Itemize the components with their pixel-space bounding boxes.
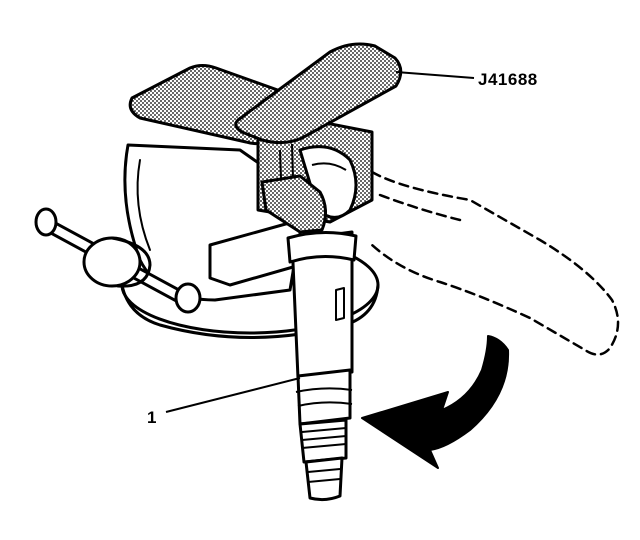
vise-screw-hub — [82, 236, 142, 288]
part-callout-label: 1 — [147, 408, 157, 427]
tool-fork-arm — [260, 174, 327, 234]
boot-tip — [304, 456, 344, 502]
boot-ring-2 — [297, 401, 353, 407]
coil-removed-outline — [370, 170, 620, 356]
vise-handle-knob-left — [34, 207, 58, 237]
rotation-arrow-icon — [361, 335, 510, 469]
boot-collar — [286, 230, 358, 264]
leader-line-part — [165, 377, 301, 413]
vise-screw-hub-back — [110, 236, 152, 288]
removal-tool — [128, 42, 403, 234]
vise-body-shade — [136, 159, 151, 251]
tool-handle — [234, 42, 403, 145]
coil-boot — [286, 230, 358, 502]
vise-base-rim — [120, 283, 380, 339]
boot-threaded-end — [298, 418, 348, 464]
leader-line-tool — [395, 71, 475, 79]
boot-side-slot — [335, 287, 345, 321]
boot-ring-1 — [295, 387, 353, 393]
tool-number-label: J41688 — [478, 70, 538, 89]
vise-handle-knob-right — [174, 282, 202, 314]
vise-rear-jaw — [208, 218, 302, 287]
boot-lower — [296, 368, 352, 426]
